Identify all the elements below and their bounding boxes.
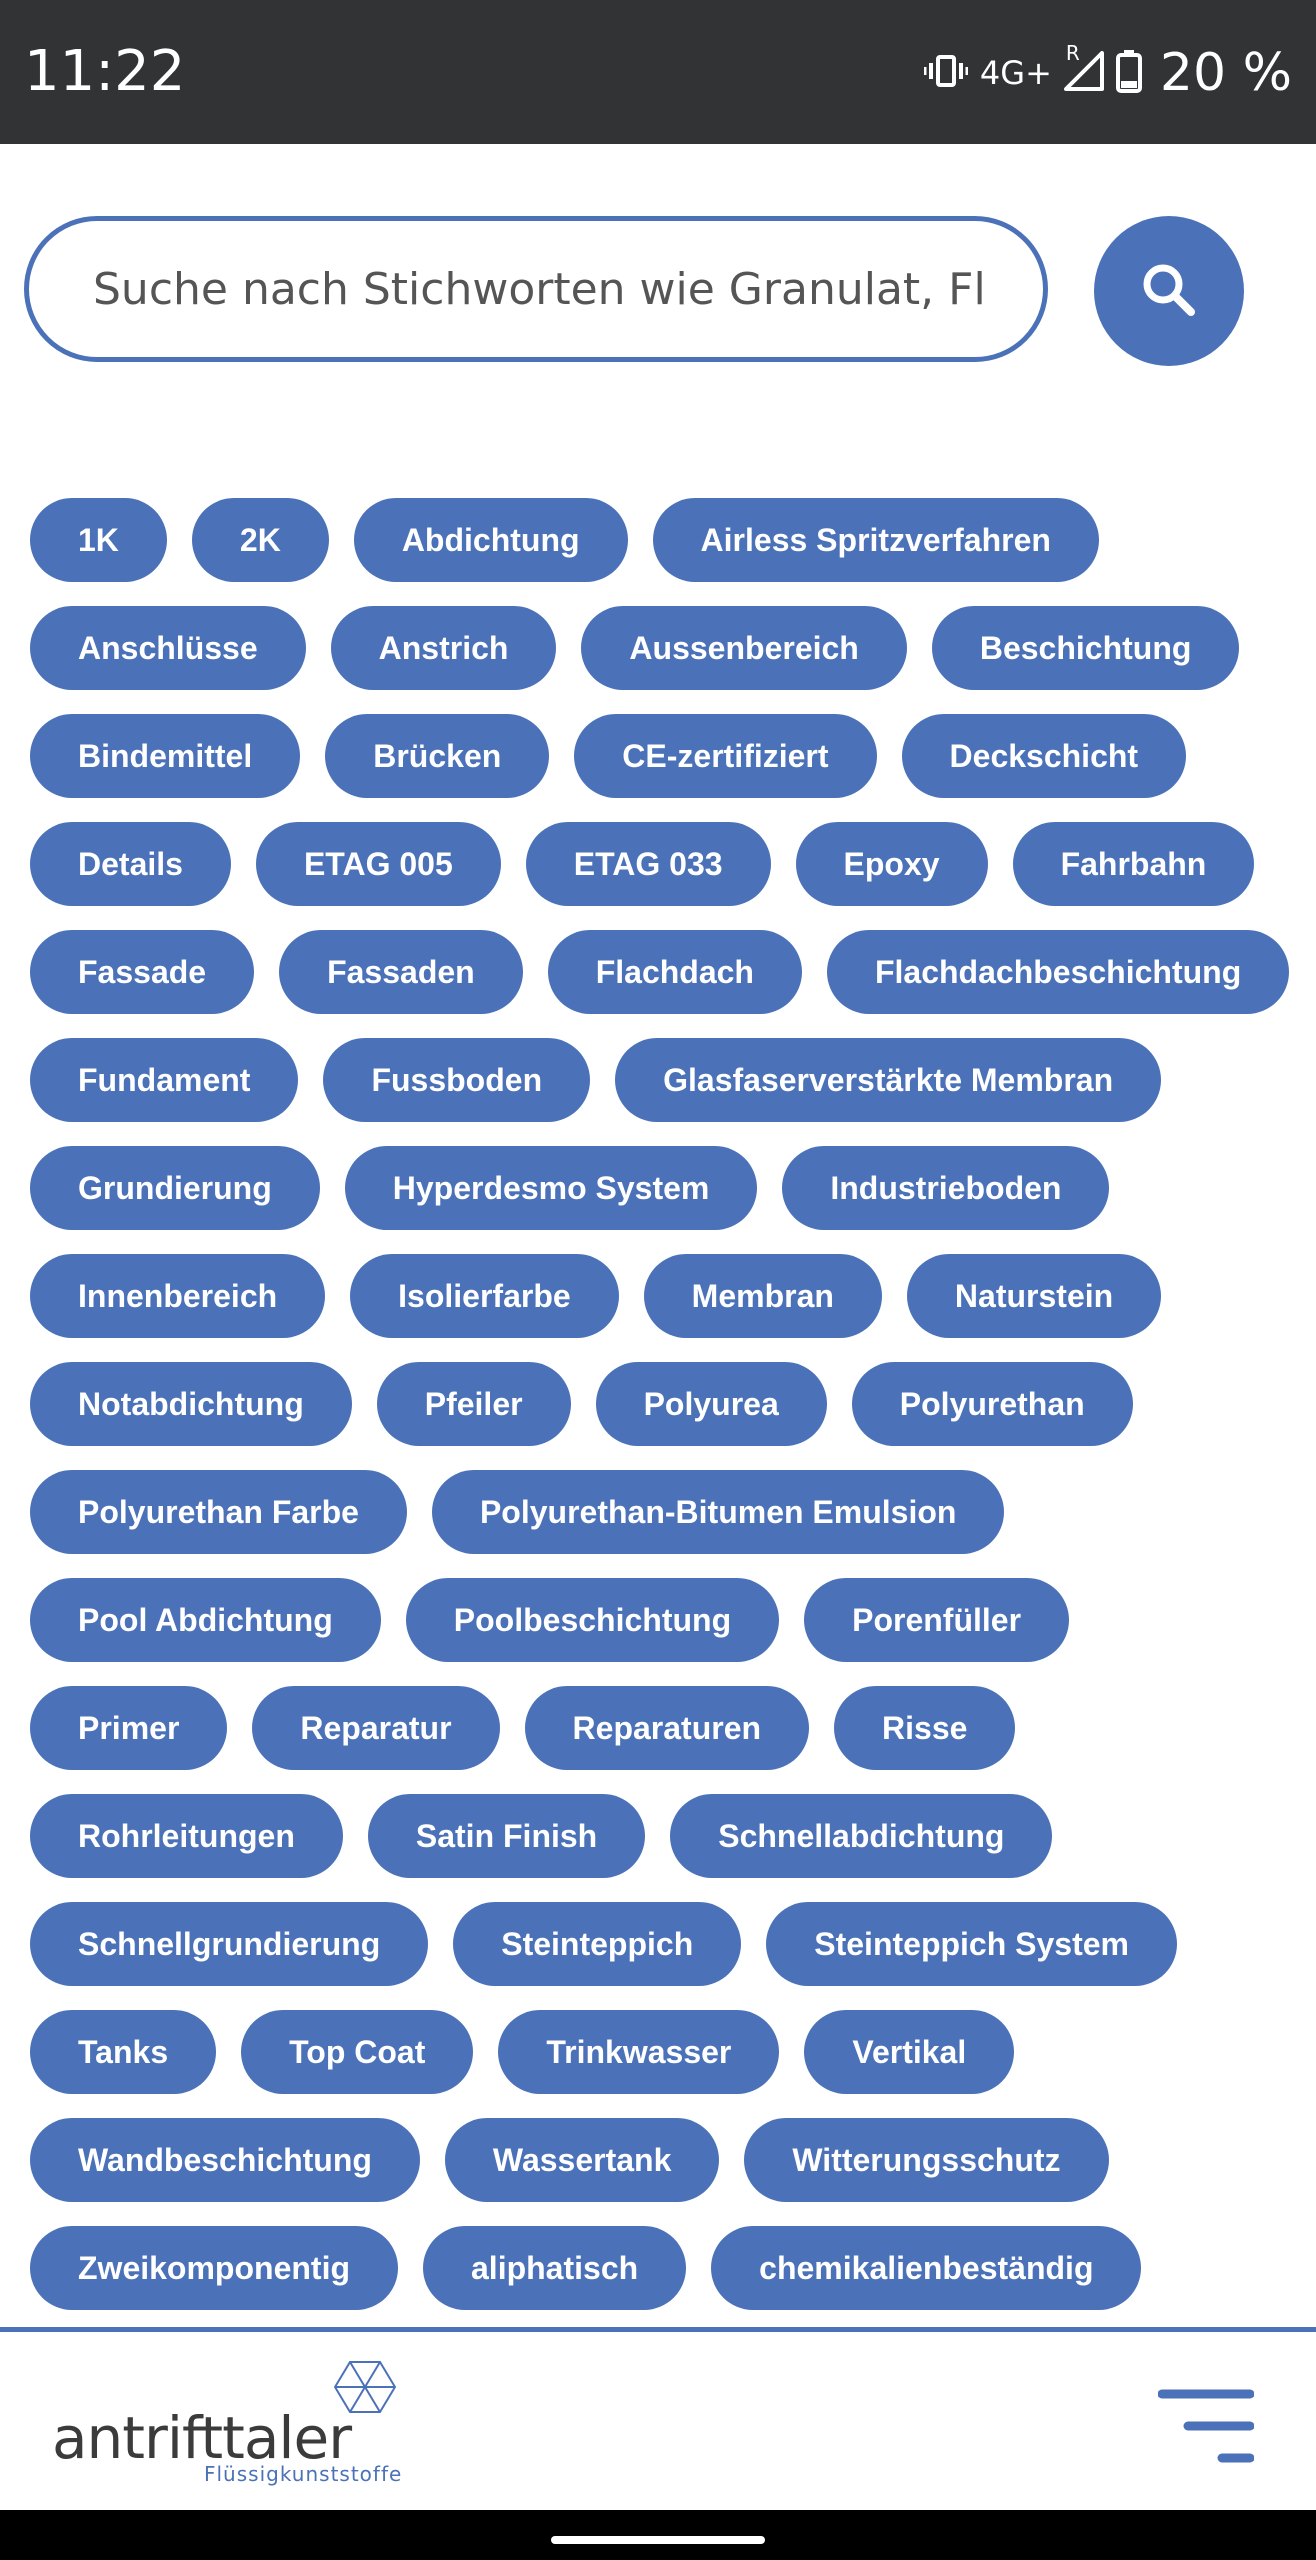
tag-chip[interactable]: Flachdach [547, 930, 802, 1014]
tag-chip[interactable]: Deckschicht [901, 714, 1187, 798]
tag-chip[interactable]: Wassertank [444, 2118, 720, 2202]
tag-chip[interactable]: Hyperdesmo System [344, 1146, 758, 1230]
signal-icon: R [1063, 41, 1104, 95]
home-handle[interactable] [551, 2536, 765, 2544]
tag-chip[interactable]: Epoxy [795, 822, 988, 906]
tag-chip[interactable]: Fussboden [323, 1038, 591, 1122]
tag-chip[interactable]: Satin Finish [367, 1794, 646, 1878]
menu-button[interactable] [1157, 2386, 1255, 2466]
tag-chip[interactable]: Innenbereich [30, 1254, 326, 1338]
tag-chip[interactable]: Trinkwasser [498, 2010, 780, 2094]
tag-chip[interactable]: Polyurethan-Bitumen Emulsion [431, 1470, 1005, 1554]
tag-row: Polyurethan Farbe Polyurethan-Bitumen Emu… [30, 1470, 1290, 1554]
tag-row: Innenbereich Isolierfarbe Membran Naturstei… [30, 1254, 1290, 1338]
tag-row: Anschlüsse Anstrich Aussenbereich Beschicht… [30, 606, 1290, 690]
tag-chip[interactable]: 2K [191, 498, 329, 582]
footer: antrifttaler Flüssigkunststoffe [0, 2332, 1316, 2510]
tag-chip[interactable]: Naturstein [906, 1254, 1162, 1338]
tag-row: Primer Reparatur Reparaturen Risse [30, 1686, 1290, 1770]
search-icon [1139, 260, 1199, 323]
tag-chip[interactable]: Fahrbahn [1012, 822, 1255, 906]
tag-chip[interactable]: Notabdichtung [30, 1362, 352, 1446]
tag-row: Schnellgrundierung Steinteppich Steinteppi… [30, 1902, 1290, 1986]
system-nav-bar [0, 2510, 1316, 2560]
tag-chip[interactable]: Industrieboden [782, 1146, 1110, 1230]
tag-chip[interactable]: 1K [30, 498, 167, 582]
menu-icon [1157, 2389, 1255, 2470]
tag-chip[interactable]: ETAG 033 [525, 822, 771, 906]
tag-chip[interactable]: Bindemittel [30, 714, 301, 798]
tag-chip[interactable]: Steinteppich System [766, 1902, 1177, 1986]
tag-chip[interactable]: Fassade [30, 930, 255, 1014]
tag-chip[interactable]: Glasfaserverstärkte Membran [615, 1038, 1162, 1122]
battery-icon [1115, 49, 1142, 97]
tag-chip[interactable]: Polyurea [595, 1362, 827, 1446]
tag-row: Notabdichtung Pfeiler Polyurea Polyurethan [30, 1362, 1290, 1446]
tag-chip[interactable]: Poolbeschichtung [405, 1578, 780, 1662]
tag-chip[interactable]: Vertikal [804, 2010, 1015, 2094]
tag-chip[interactable]: Aussenbereich [581, 606, 907, 690]
brand-name: antrifttaler [52, 2404, 352, 2472]
tag-chip[interactable]: Primer [30, 1686, 228, 1770]
tag-chip[interactable]: Schnellgrundierung [30, 1902, 429, 1986]
tag-row: 1K 2K Abdichtung Airless Spritzverfahren [30, 498, 1290, 582]
tag-chip[interactable]: Witterungsschutz [744, 2118, 1109, 2202]
tag-row: Wandbeschichtung Wassertank Witterungsschu… [30, 2118, 1290, 2202]
status-bar: 11:22 4G+ R 20 % [0, 0, 1316, 144]
roaming-indicator: R [1065, 41, 1080, 65]
tag-chip[interactable]: Airless Spritzverfahren [652, 498, 1099, 582]
tag-chip[interactable]: chemikalienbeständig [711, 2226, 1142, 2310]
tag-row: Tanks Top Coat Trinkwasser Vertikal [30, 2010, 1290, 2094]
tag-chip[interactable]: Pool Abdichtung [30, 1578, 381, 1662]
network-type: 4G+ [979, 54, 1052, 92]
tag-row: Fassade Fassaden Flachdach Flachdachbeschic… [30, 930, 1290, 1014]
tag-chip[interactable]: Polyurethan Farbe [30, 1470, 407, 1554]
tag-chip[interactable]: Isolierfarbe [350, 1254, 619, 1338]
tag-chip[interactable]: Risse [834, 1686, 1016, 1770]
tag-chip[interactable]: Porenfüller [804, 1578, 1070, 1662]
tag-row: Zweikomponentig aliphatisch chemikalienbes… [30, 2226, 1290, 2310]
footer-divider [0, 2327, 1316, 2332]
search-input[interactable] [24, 216, 1048, 362]
tag-chip[interactable]: Polyurethan [851, 1362, 1133, 1446]
tag-chip[interactable]: Anschlüsse [30, 606, 306, 690]
tag-chip[interactable]: CE-zertifiziert [574, 714, 877, 798]
tag-chip[interactable]: Zweikomponentig [30, 2226, 398, 2310]
tag-row: Grundierung Hyperdesmo System Industriebod… [30, 1146, 1290, 1230]
status-time: 11:22 [24, 39, 186, 104]
tag-chip[interactable]: Brücken [325, 714, 550, 798]
tag-chip[interactable]: Tanks [30, 2010, 217, 2094]
tag-chip[interactable]: Reparaturen [524, 1686, 810, 1770]
tag-row: Details ETAG 005 ETAG 033 Epoxy Fahrbahn [30, 822, 1290, 906]
tag-chip[interactable]: Pfeiler [376, 1362, 571, 1446]
tag-chip[interactable]: aliphatisch [423, 2226, 687, 2310]
tag-chip[interactable]: Schnellabdichtung [670, 1794, 1053, 1878]
search-button[interactable] [1094, 216, 1244, 366]
tag-chip[interactable]: Fassaden [279, 930, 523, 1014]
tag-row: Pool Abdichtung Poolbeschichtung Porenfüll… [30, 1578, 1290, 1662]
tag-chip[interactable]: Details [30, 822, 231, 906]
tag-chip[interactable]: Membran [643, 1254, 882, 1338]
brand-logo-icon [333, 2360, 397, 2418]
tag-chip[interactable]: Grundierung [30, 1146, 320, 1230]
tag-chip[interactable]: Reparatur [252, 1686, 500, 1770]
tag-row: Fundament Fussboden Glasfaserverstärkte Me… [30, 1038, 1290, 1122]
tag-row: Bindemittel Brücken CE-zertifiziert Decksch… [30, 714, 1290, 798]
tag-row: Rohrleitungen Satin Finish Schnellabdichtu… [30, 1794, 1290, 1878]
tag-chip[interactable]: Beschichtung [931, 606, 1240, 690]
tag-chip[interactable]: Rohrleitungen [30, 1794, 343, 1878]
tag-chip[interactable]: Abdichtung [353, 498, 628, 582]
tag-chip[interactable]: Steinteppich [453, 1902, 742, 1986]
status-icons: 4G+ R 20 % [923, 38, 1292, 108]
tag-chip[interactable]: Wandbeschichtung [30, 2118, 420, 2202]
vibrate-icon [923, 53, 969, 93]
brand-subtitle: Flüssigkunststoffe [204, 2462, 403, 2486]
tag-chip[interactable]: Flachdachbeschichtung [826, 930, 1290, 1014]
tag-chip[interactable]: Anstrich [330, 606, 557, 690]
tag-chip[interactable]: Fundament [30, 1038, 299, 1122]
tag-chip[interactable]: Top Coat [241, 2010, 474, 2094]
tag-chip[interactable]: ETAG 005 [255, 822, 501, 906]
battery-percent: 20 % [1159, 43, 1292, 103]
